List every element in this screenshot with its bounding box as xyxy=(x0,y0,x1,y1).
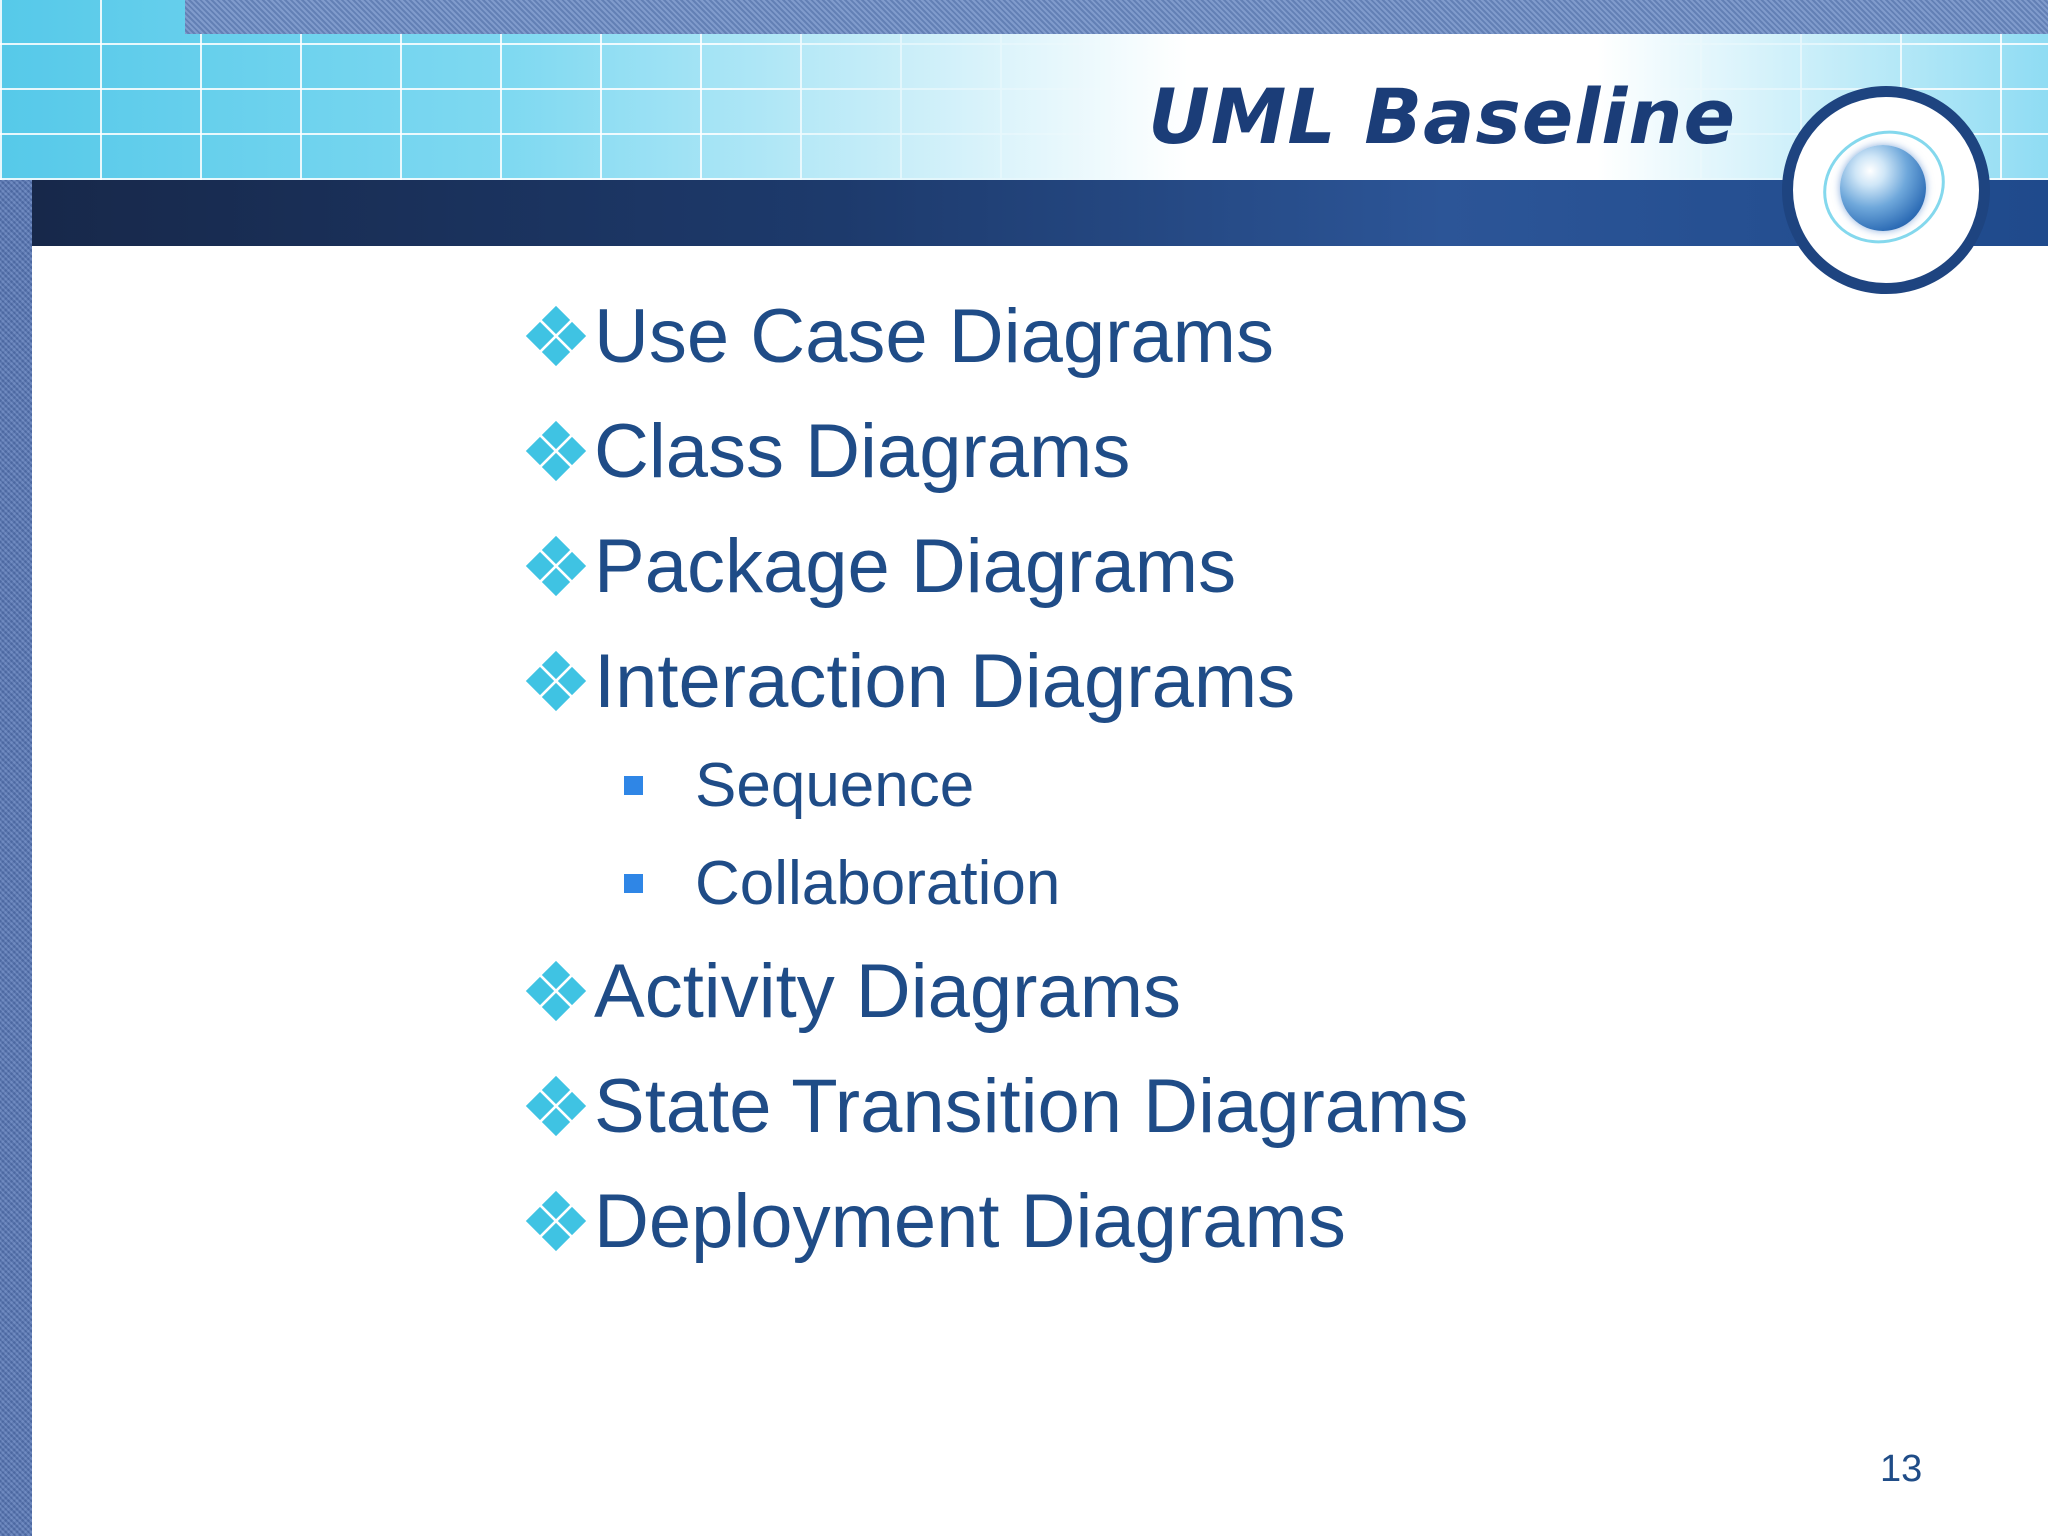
bullet-text: Interaction Diagrams xyxy=(594,638,1296,724)
slide-title: UML Baseline xyxy=(1148,72,1736,161)
header-texture-strip xyxy=(185,0,2048,34)
bullet-item: Class Diagrams xyxy=(520,403,1130,499)
sub-bullet-text: Collaboration xyxy=(695,848,1061,918)
four-diamond-icon xyxy=(520,1070,592,1142)
bullet-text: Class Diagrams xyxy=(594,408,1131,494)
bullet-item: State Transition Diagrams xyxy=(520,1058,1468,1154)
square-icon xyxy=(624,873,643,893)
sub-bullet-item: Collaboration xyxy=(624,843,1060,923)
bullet-item: Deployment Diagrams xyxy=(520,1173,1346,1269)
bullet-item: Interaction Diagrams xyxy=(520,633,1295,729)
bullet-text: Package Diagrams xyxy=(594,523,1237,609)
square-icon xyxy=(624,775,643,795)
header-dark-bar xyxy=(32,180,2048,246)
four-diamond-icon xyxy=(520,955,592,1027)
four-diamond-icon xyxy=(520,1185,592,1257)
bullet-text: State Transition Diagrams xyxy=(594,1063,1469,1149)
four-diamond-icon xyxy=(520,415,592,487)
bullet-text: Deployment Diagrams xyxy=(594,1178,1346,1264)
bullet-item: Package Diagrams xyxy=(520,518,1236,614)
bullet-text: Activity Diagrams xyxy=(594,948,1181,1034)
bullet-item: Activity Diagrams xyxy=(520,943,1181,1039)
sub-bullet-text: Sequence xyxy=(695,750,975,820)
four-diamond-icon xyxy=(520,300,592,372)
sub-bullet-item: Sequence xyxy=(624,745,974,825)
slide-content-area xyxy=(32,246,2048,1536)
four-diamond-icon xyxy=(520,645,592,717)
bullet-item: Use Case Diagrams xyxy=(520,288,1274,384)
bullet-text: Use Case Diagrams xyxy=(594,293,1274,379)
globe-icon xyxy=(1840,145,1926,231)
four-diamond-icon xyxy=(520,530,592,602)
page-number: 13 xyxy=(1880,1448,1923,1490)
